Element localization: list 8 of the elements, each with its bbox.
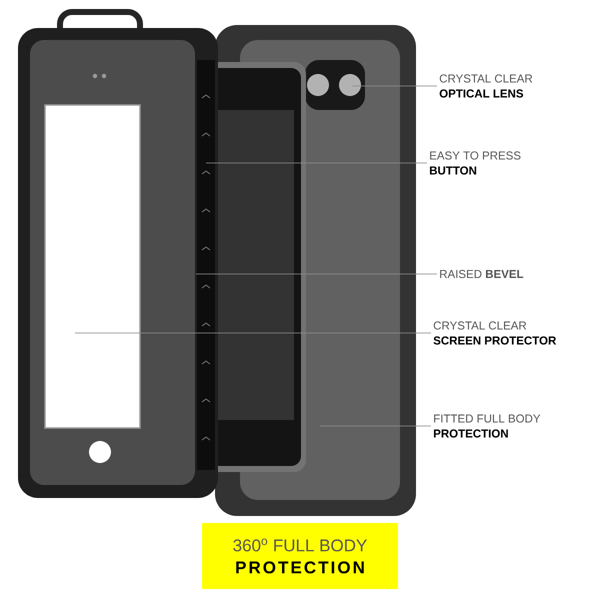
callout-text: CRYSTAL CLEAR SCREEN PROTECTOR — [434, 321, 556, 345]
callout-text: EASY TO PRESS BUTTON — [430, 151, 520, 175]
callout-text: CRYSTAL CLEAR OPTICAL LENS — [440, 74, 532, 98]
callout-text: RAISED BEVEL — [440, 270, 524, 278]
leader-line — [206, 162, 428, 164]
banner-box: 360$^{o}$ FULL BODY PROTECTION — [202, 523, 398, 589]
callout-text: FITTED FULL BODY PROTECTION — [434, 414, 540, 438]
leader-line — [74, 332, 432, 334]
